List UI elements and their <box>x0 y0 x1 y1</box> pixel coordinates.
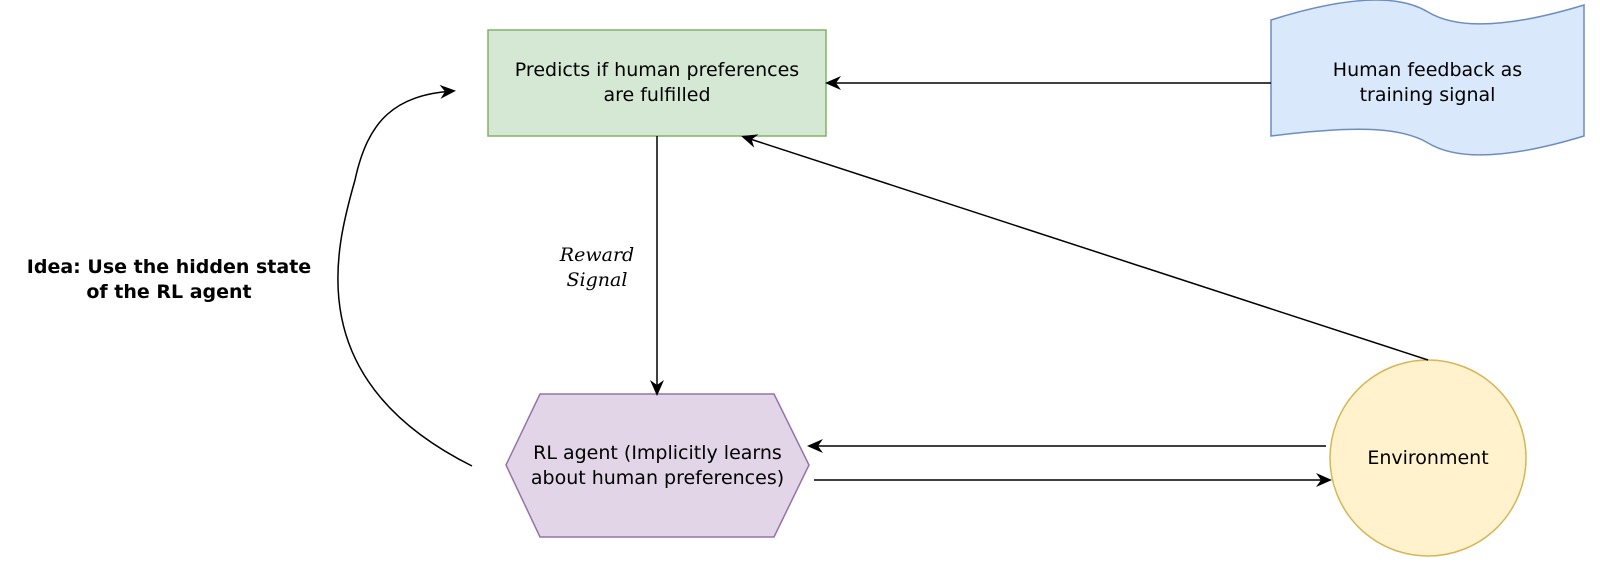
rl-agent-label: RL agent (Implicitly learns about human … <box>530 441 785 489</box>
edge-environment-to-reward-model <box>741 134 1429 361</box>
reward-signal-label: Reward Signal <box>559 244 635 291</box>
idea-annotation: Idea: Use the hidden state of the RL age… <box>26 256 312 303</box>
rl-agent-node <box>505 393 810 538</box>
human-feedback-label: Human feedback as training signal <box>1332 59 1523 106</box>
reward-model-node <box>487 29 827 137</box>
edge-hidden-state-curve <box>337 84 473 467</box>
reward-model-label: Predicts if human preferences are fulfil… <box>514 59 800 106</box>
human-feedback-node <box>1270 0 1585 156</box>
environment-label: Environment <box>1367 446 1489 469</box>
